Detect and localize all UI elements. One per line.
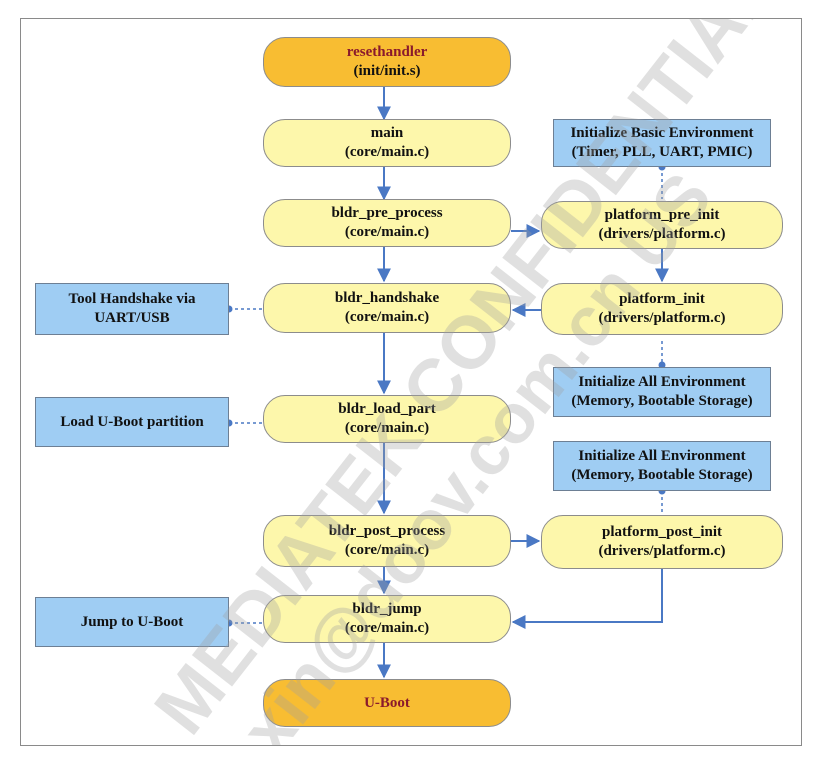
note-tool-handshake-line2: UART/USB — [94, 310, 170, 326]
note-init-all-environment-1: Initialize All Environment (Memory, Boot… — [553, 367, 771, 417]
note-init-all-environment-2: Initialize All Environment (Memory, Boot… — [553, 441, 771, 491]
arrow-platform-post-init-to-jump — [511, 569, 663, 629]
node-bldr-pre-process-file: (core/main.c) — [344, 224, 430, 240]
dot-init-all-1 — [658, 361, 666, 369]
note-init-all-1-line1: Initialize All Environment — [578, 374, 746, 390]
node-platform-init-file: (drivers/platform.c) — [598, 310, 726, 326]
node-bldr-jump-name: bldr_jump — [352, 601, 422, 617]
node-bldr-jump-file: (core/main.c) — [344, 620, 430, 636]
node-main: main (core/main.c) — [263, 119, 511, 167]
node-bldr-post-process-file: (core/main.c) — [344, 542, 430, 558]
node-bldr-load-part-name: bldr_load_part — [338, 401, 436, 417]
note-init-basic-line2: (Timer, PLL, UART, PMIC) — [571, 144, 753, 160]
node-bldr-pre-process: bldr_pre_process (core/main.c) — [263, 199, 511, 247]
note-load-uboot-line1: Load U-Boot partition — [60, 413, 204, 430]
diagram-frame: resethandler (init/init.s) main (core/ma… — [20, 18, 802, 746]
node-uboot-name: U-Boot — [364, 694, 410, 711]
note-jump-uboot-line1: Jump to U-Boot — [80, 613, 184, 630]
node-main-name: main — [370, 125, 404, 141]
node-bldr-load-part-file: (core/main.c) — [344, 420, 430, 436]
note-tool-handshake-line1: Tool Handshake via — [68, 291, 196, 307]
node-platform-post-init: platform_post_init (drivers/platform.c) — [541, 515, 783, 569]
node-bldr-handshake-name: bldr_handshake — [334, 290, 440, 306]
node-platform-post-init-file: (drivers/platform.c) — [598, 543, 726, 559]
note-init-basic-environment: Initialize Basic Environment (Timer, PLL… — [553, 119, 771, 167]
node-bldr-jump: bldr_jump (core/main.c) — [263, 595, 511, 643]
node-platform-init-name: platform_init — [619, 291, 705, 307]
node-uboot: U-Boot — [263, 679, 511, 727]
node-platform-pre-init-file: (drivers/platform.c) — [598, 226, 726, 242]
note-init-all-2-line1: Initialize All Environment — [578, 448, 746, 464]
note-init-basic-line1: Initialize Basic Environment — [570, 125, 754, 141]
node-bldr-load-part: bldr_load_part (core/main.c) — [263, 395, 511, 443]
note-init-all-1-line2: (Memory, Bootable Storage) — [571, 393, 753, 409]
node-platform-post-init-name: platform_post_init — [602, 524, 722, 540]
node-resethandler-name: resethandler — [346, 44, 428, 60]
node-platform-init: platform_init (drivers/platform.c) — [541, 283, 783, 335]
node-bldr-post-process-name: bldr_post_process — [328, 523, 446, 539]
node-bldr-post-process: bldr_post_process (core/main.c) — [263, 515, 511, 567]
node-bldr-pre-process-name: bldr_pre_process — [331, 205, 443, 221]
node-platform-pre-init-name: platform_pre_init — [604, 207, 720, 223]
note-init-all-2-line2: (Memory, Bootable Storage) — [571, 467, 753, 483]
node-resethandler: resethandler (init/init.s) — [263, 37, 511, 87]
node-bldr-handshake-file: (core/main.c) — [344, 309, 430, 325]
node-bldr-handshake: bldr_handshake (core/main.c) — [263, 283, 511, 333]
node-platform-pre-init: platform_pre_init (drivers/platform.c) — [541, 201, 783, 249]
note-jump-to-uboot: Jump to U-Boot — [35, 597, 229, 647]
note-load-uboot-partition: Load U-Boot partition — [35, 397, 229, 447]
node-resethandler-file: (init/init.s) — [353, 63, 421, 79]
node-main-file: (core/main.c) — [344, 144, 430, 160]
note-tool-handshake: Tool Handshake via UART/USB — [35, 283, 229, 335]
